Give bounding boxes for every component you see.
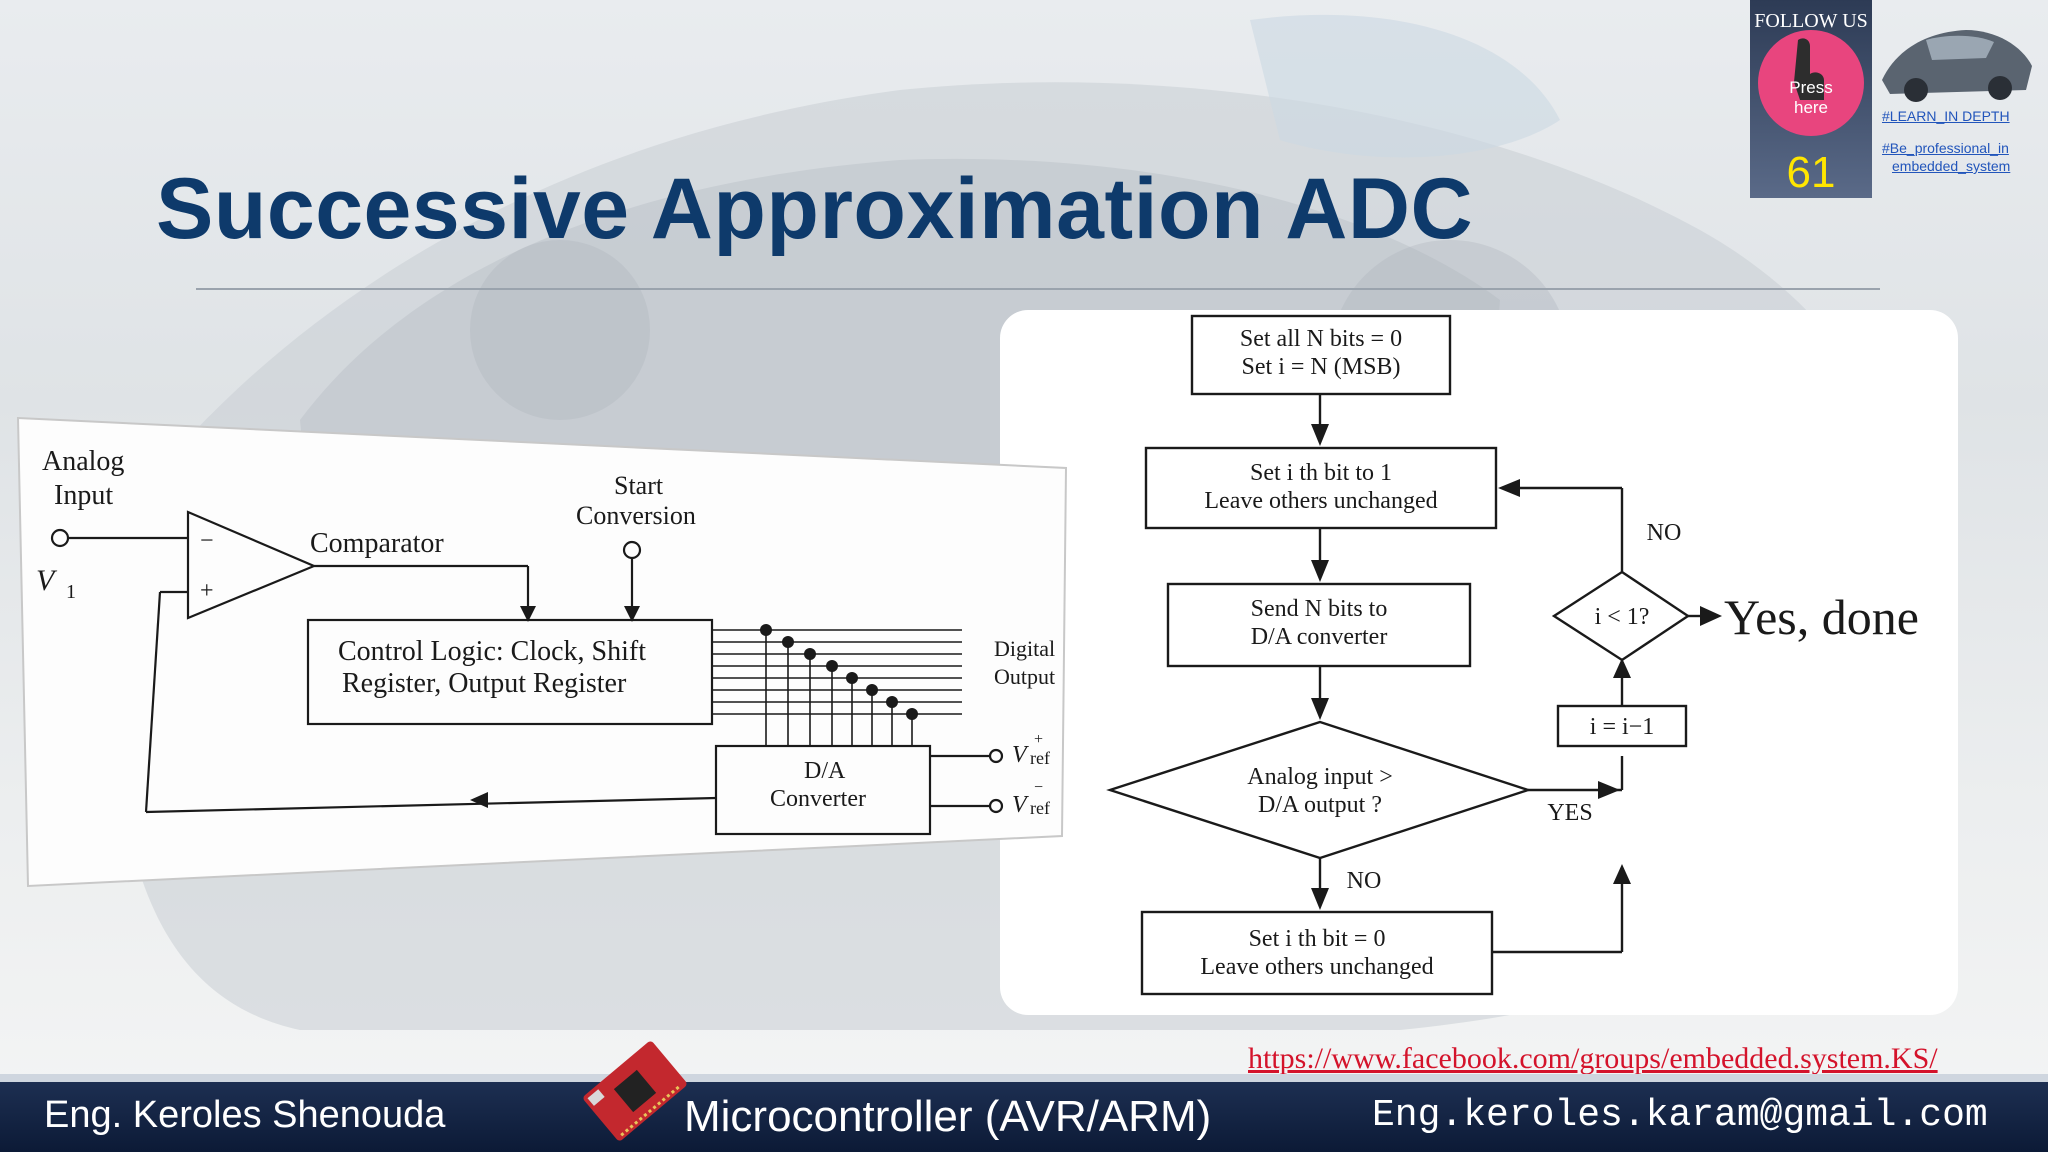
footer-accent-strip	[0, 1074, 2048, 1082]
flowchart-panel	[1000, 310, 1958, 1015]
footer-bar	[0, 1082, 2048, 1152]
car-thumbnail	[1882, 30, 2032, 102]
press-here-label: Press here	[1789, 78, 1833, 117]
learn-in-depth-link[interactable]: #LEARN_IN DEPTH	[1882, 108, 2010, 124]
be-professional-link[interactable]: #Be_professional_in	[1882, 140, 2009, 156]
hand-pointer-icon	[1794, 38, 1824, 100]
microcontroller-board-icon	[583, 1041, 687, 1141]
title-divider	[196, 288, 1880, 290]
follow-count: 61	[1786, 148, 1836, 197]
embedded-system-link[interactable]: embedded_system	[1892, 158, 2011, 174]
slide-title: Successive Approximation ADC	[156, 161, 1474, 257]
follow-us-label: FOLLOW US	[1754, 10, 1868, 32]
author-email[interactable]: Eng.keroles.karam@gmail.com	[1372, 1094, 1988, 1137]
facebook-group-link[interactable]: https://www.facebook.com/groups/embedded…	[1248, 1042, 1938, 1075]
author-name: Eng. Keroles Shenouda	[44, 1094, 446, 1136]
course-title: Microcontroller (AVR/ARM)	[684, 1092, 1212, 1141]
press-here-button[interactable]	[1758, 30, 1864, 136]
follow-us-badge[interactable]: FOLLOW US Press here 61	[1750, 0, 1872, 198]
